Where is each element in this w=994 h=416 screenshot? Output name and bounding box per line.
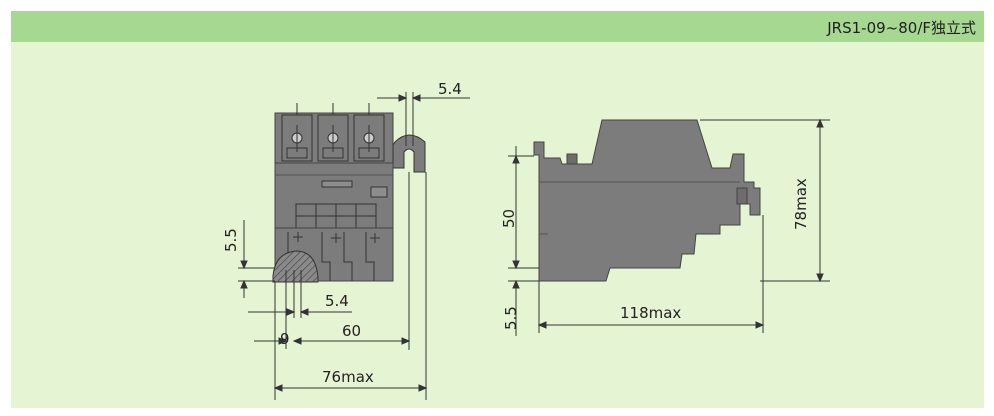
front-lead-lines (296, 103, 370, 115)
side-dimensions (508, 118, 830, 336)
dim-front-bottom-small: 9 (280, 330, 290, 348)
dim-front-bottom-inner: 5.4 (325, 292, 349, 310)
dim-side-height-overall: 78max (792, 178, 810, 230)
header-bar: JRS1-09~80/F独立式 (11, 11, 984, 42)
front-hook (392, 134, 426, 173)
side-body (533, 119, 761, 282)
dim-front-overall-width: 76max (322, 368, 374, 386)
side-view (533, 119, 761, 282)
dim-front-left-height: 5.5 (222, 228, 240, 252)
dim-side-length-overall: 118max (620, 304, 681, 322)
drawing-frame: JRS1-09~80/F独立式 (11, 11, 984, 408)
dim-side-base-offset: 5.5 (502, 306, 520, 330)
model-label: JRS1-09~80/F独立式 (827, 19, 976, 37)
front-dimensions (238, 92, 470, 400)
dim-front-top-right: 5.4 (438, 80, 462, 98)
dim-front-bottom-mid: 60 (342, 322, 361, 340)
front-view (272, 103, 426, 283)
front-din-rail-section (272, 250, 319, 283)
dim-side-height-inner: 50 (500, 209, 518, 228)
